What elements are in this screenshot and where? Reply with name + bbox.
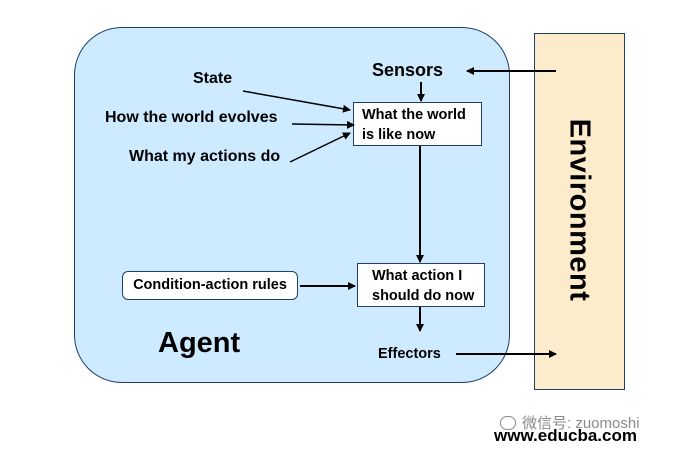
my-actions-label: What my actions do [129,148,281,165]
action-line2: should do now [372,288,475,304]
effectors-label: Effectors [378,346,441,362]
site-watermark: www.educba.com [494,426,637,445]
condition-action-rules-box: Condition-action rules [122,271,298,300]
wechat-text: 微信号: zuomoshi [522,415,640,432]
world-state-line2: is like now [362,127,436,143]
environment-container [534,33,625,390]
agent-label: Agent [158,327,241,359]
agent-container [74,27,510,383]
state-arrow [242,90,351,113]
state-label: State [193,70,233,87]
wechat-watermark: 微信号: zuomoshi [500,412,640,433]
world-evolves-label: How the world evolves [105,109,278,126]
action-line1: What action I [372,268,463,284]
my-actions-arrow [289,132,351,163]
wechat-icon [500,416,516,430]
world-state-box: What the world is like now [353,102,482,146]
world-evolves-arrow [291,120,355,129]
action-box: What action I should do now [357,263,485,307]
sensors-label: Sensors [372,60,444,80]
world-state-line1: What the world [362,107,466,123]
